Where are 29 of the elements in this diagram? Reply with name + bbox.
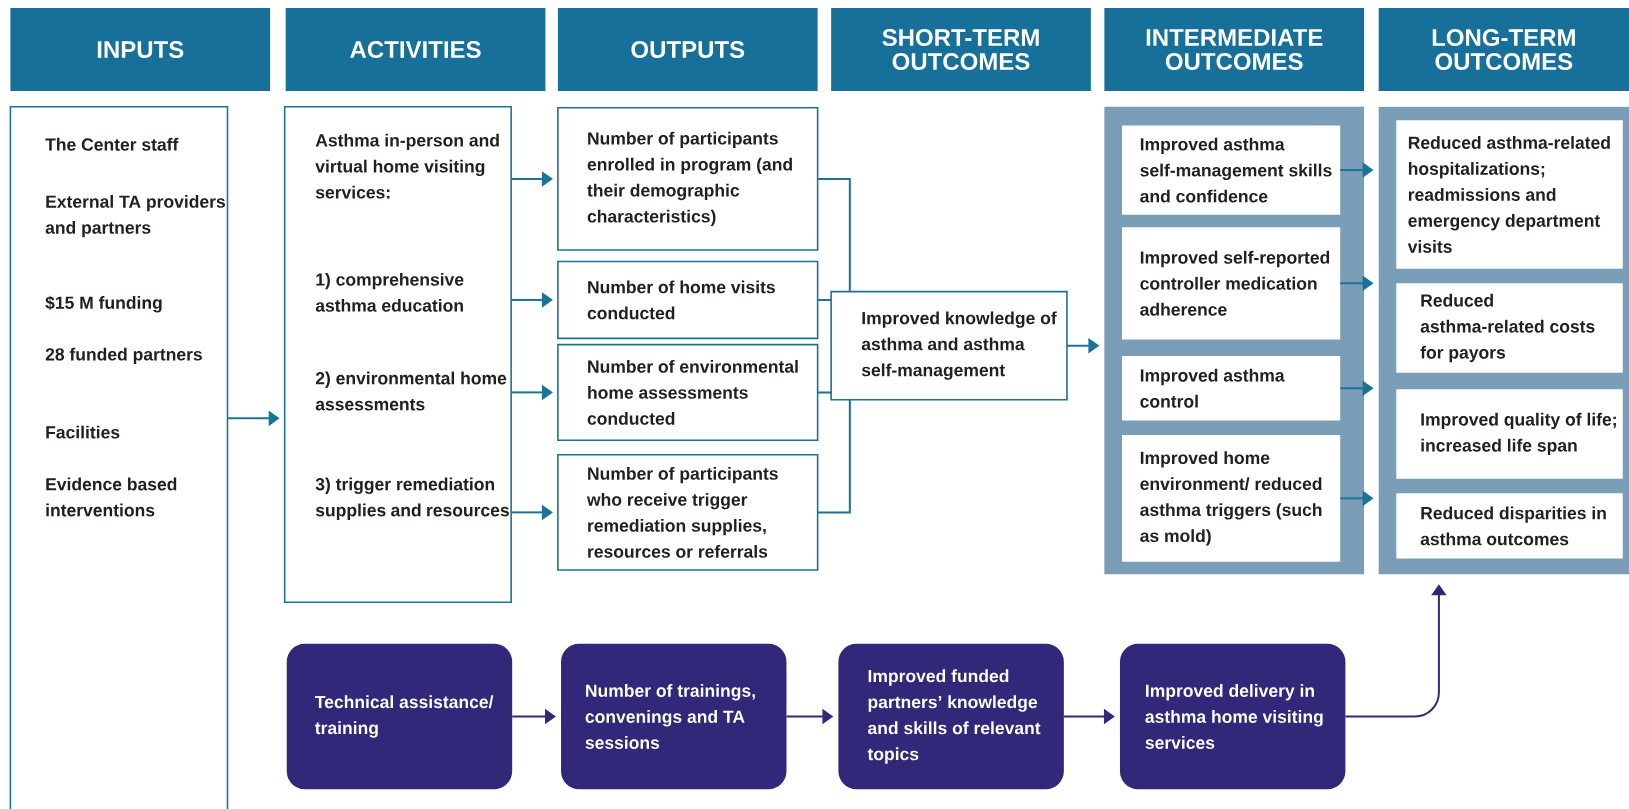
process-box: Technical assistance/ training [286, 643, 513, 790]
column-header: OUTPUTS [557, 8, 818, 92]
text-box: Number of environmental home assessments conducted [557, 343, 819, 441]
text-box: Improved knowledge of asthma and asthma self-management [830, 290, 1068, 401]
connector-line [816, 177, 851, 293]
column-header: INTERMEDIATE OUTCOMES [1104, 8, 1365, 92]
text-box: Number of participants who receive trigger remediation supplies, resources or referrals [557, 453, 819, 571]
connector-line [816, 398, 851, 514]
connector-line [816, 391, 833, 394]
outcome-box: Improved home environment/ reduced asthma triggers (such as mold) [1122, 435, 1341, 562]
outcome-box: Improved asthma control [1122, 356, 1341, 421]
column-header: INPUTS [10, 8, 271, 92]
process-box: Improved delivery in asthma home visiting services [1119, 643, 1346, 790]
outcome-box: Improved self-reported controller medication adherence [1122, 227, 1341, 340]
text-box: Asthma in-person and virtual home visiting services: 1) comprehensive asthma education 2) environmental home assessments 3) trigger remediation supplies and resources [283, 105, 512, 604]
text-box: The Center staff External TA providers and partners $15 M funding 28 funded partners Facilities Evidence based interventions [9, 105, 229, 809]
outcome-box: Improved asthma self-management skills and confidence [1122, 125, 1341, 215]
outcome-box: Reduced asthma-related hospitalizations; readmissions and emergency department visits [1396, 120, 1623, 269]
connector-line [816, 298, 833, 301]
outcome-box: Reduced disparities in asthma outcomes [1396, 493, 1623, 559]
outcome-box: Improved quality of life; increased life span [1396, 389, 1623, 479]
process-box: Number of trainings, convenings and TA sessions [561, 643, 787, 790]
column-header: SHORT-TERM OUTCOMES [831, 8, 1091, 92]
column-header: ACTIVITIES [285, 8, 546, 92]
process-box: Improved funded partners’ knowledge and skills of relevant topics [838, 643, 1064, 790]
column-header: LONG-TERM OUTCOMES [1378, 8, 1629, 92]
text-box: Number of participants enrolled in program (and their demographic characteristics) [557, 106, 819, 251]
text-box: Number of home visits conducted [557, 260, 819, 340]
outcome-box: Reduced asthma-related costs for payors [1396, 283, 1623, 373]
